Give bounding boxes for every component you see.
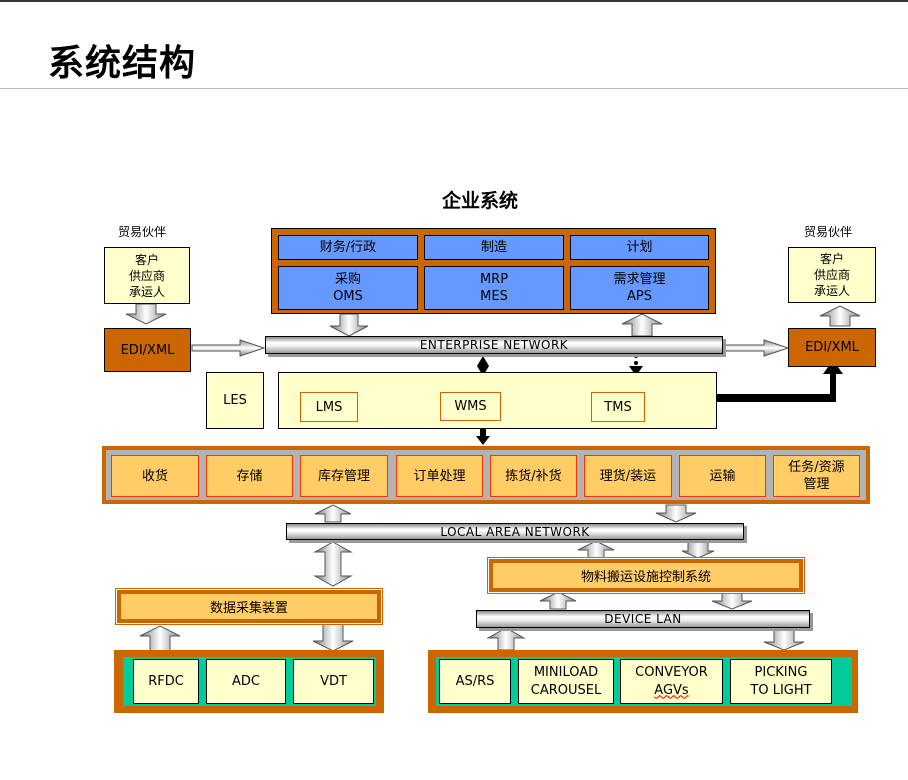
device-miniload-line1: MINILOAD <box>533 664 599 680</box>
module-aps[interactable]: 需求管理 APS <box>570 266 709 310</box>
arrow-oms-to-network <box>329 313 369 337</box>
device-rfdc[interactable]: RFDC <box>133 659 199 704</box>
arrow-lan-to-mhcs <box>681 540 715 559</box>
arrow-lan-datacollection <box>313 541 353 587</box>
function-label: 拣货/补货 <box>505 468 562 484</box>
mhcs-box[interactable]: 物料搬运设施控制系统 <box>489 559 803 592</box>
left-partner-line3: 承运人 <box>128 284 165 299</box>
module-finance[interactable]: 财务/行政 <box>278 235 418 260</box>
function-box[interactable]: 运输 <box>679 455 766 497</box>
function-box[interactable]: 订单处理 <box>396 455 483 497</box>
right-partner-box[interactable]: 客户 供应商 承运人 <box>788 247 876 303</box>
module-aps-line1: 需求管理 <box>613 272 666 287</box>
arrow-enterprise-to-les <box>477 356 489 376</box>
function-label: 库存管理 <box>317 468 370 484</box>
device-miniload-carousel[interactable]: MINILOAD CAROUSEL <box>518 659 614 704</box>
device-conveyor-line1: CONVEYOR <box>635 664 708 680</box>
local-area-network-bar: LOCAL AREA NETWORK <box>286 523 744 540</box>
left-partner-heading: 贸易伙伴 <box>117 225 166 239</box>
right-edi-xml[interactable]: EDI/XML <box>788 328 876 367</box>
device-picking-to-light[interactable]: PICKING TO LIGHT <box>730 659 832 704</box>
lms-box[interactable]: LMS <box>300 392 358 422</box>
function-box[interactable]: 存储 <box>206 455 293 497</box>
arrow-edi-to-partner-right <box>819 305 861 327</box>
left-partner-box[interactable]: 客户 供应商 承运人 <box>104 247 190 304</box>
right-partner-line2: 供应商 <box>813 268 850 282</box>
arrow-asrs-to-devicelan <box>486 627 526 651</box>
function-box[interactable]: 库存管理 <box>300 455 388 497</box>
les-box[interactable]: LES <box>206 372 264 429</box>
module-aps-line2: APS <box>627 289 652 304</box>
arrow-devicelan-to-mhcs <box>539 591 577 610</box>
tms-box[interactable]: TMS <box>591 392 645 422</box>
device-adc[interactable]: ADC <box>206 659 286 704</box>
arrow-network-to-edi-right <box>723 339 790 357</box>
enterprise-network-bar: ENTERPRISE NETWORK <box>265 336 723 354</box>
left-edi-xml[interactable]: EDI/XML <box>104 328 191 372</box>
arrow-mhcs-to-lan <box>577 540 615 559</box>
right-partner-line3: 承运人 <box>813 284 850 298</box>
right-partner-line1: 客户 <box>819 252 844 266</box>
device-asrs[interactable]: AS/RS <box>439 659 511 704</box>
page-title: 系统结构 <box>48 43 197 84</box>
arrow-enterprise-to-tms <box>629 366 643 376</box>
arrow-edi-to-network <box>191 339 266 357</box>
arrow-partner-to-edi-left <box>125 303 167 325</box>
module-mes[interactable]: MRP MES <box>424 266 564 310</box>
module-manufacturing[interactable]: 制造 <box>424 235 564 260</box>
arrow-network-to-aps <box>621 313 663 337</box>
enterprise-heading: 企业系统 <box>441 190 518 212</box>
arrow-devicelan-to-picking <box>763 629 805 651</box>
device-picking-line1: PICKING <box>754 664 808 680</box>
arrow-functions-to-lan <box>655 504 697 523</box>
function-box[interactable]: 任务/资源管理 <box>773 455 860 497</box>
module-mes-line1: MRP <box>479 272 509 287</box>
function-label: 任务/资源 <box>788 460 845 475</box>
device-conveyor-line2: AGVs <box>654 682 689 698</box>
function-label: 运输 <box>709 468 736 484</box>
top-border <box>0 0 908 2</box>
arrow-datacollection-to-vdt <box>312 622 354 652</box>
device-miniload-line2: CAROUSEL <box>530 682 602 698</box>
function-box[interactable]: 拣货/补货 <box>490 455 577 497</box>
function-label: 订单处理 <box>413 468 466 484</box>
arrow-lan-to-functions <box>314 504 352 523</box>
device-vdt[interactable]: VDT <box>293 659 374 704</box>
function-label: 存储 <box>236 468 263 484</box>
module-oms[interactable]: 采购 OMS <box>278 266 418 310</box>
function-box[interactable]: 收货 <box>111 455 199 497</box>
data-collection-box[interactable]: 数据采集装置 <box>117 590 381 623</box>
right-partner-heading: 贸易伙伴 <box>803 225 852 239</box>
function-label: 管理 <box>803 477 830 492</box>
device-conveyor-agvs[interactable]: CONVEYOR AGVs <box>620 659 723 704</box>
function-box[interactable]: 理货/装运 <box>584 455 672 497</box>
module-planning[interactable]: 计划 <box>570 235 709 260</box>
function-label: 收货 <box>141 468 168 484</box>
left-partner-line2: 供应商 <box>128 268 165 283</box>
module-oms-line2: OMS <box>333 289 363 304</box>
device-picking-line2: TO LIGHT <box>750 682 812 698</box>
function-label: 理货/装运 <box>599 468 657 484</box>
title-divider <box>0 88 908 89</box>
left-partner-line1: 客户 <box>134 252 159 267</box>
module-mes-line2: MES <box>480 289 508 304</box>
module-oms-line1: 采购 <box>334 272 361 287</box>
wms-box[interactable]: WMS <box>440 392 501 421</box>
device-lan-bar: DEVICE LAN <box>476 610 810 628</box>
